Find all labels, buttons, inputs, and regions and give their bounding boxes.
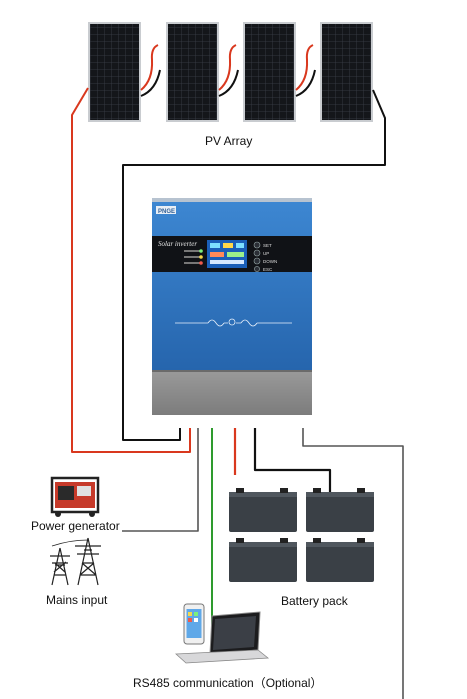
button-set[interactable]: SET — [253, 241, 272, 249]
button-esc[interactable]: ESC — [254, 266, 273, 272]
battery-pack-label: Battery pack — [281, 594, 348, 608]
pv-array-label: PV Array — [205, 134, 253, 148]
solar-panel-3 — [243, 22, 296, 122]
inverter-housing — [152, 200, 312, 370]
svg-text:DOWN: DOWN — [263, 259, 277, 264]
solar-panel-1 — [88, 22, 141, 122]
rs485-label: RS485 communication（Optional） — [133, 676, 323, 690]
inverter-brand: PNGE — [158, 209, 175, 215]
inverter-base — [152, 370, 312, 415]
button-up[interactable]: UP — [253, 249, 269, 257]
battery-4 — [306, 538, 374, 582]
transmission-tower-icon — [50, 537, 101, 586]
control-buttons: SET UP DOWN ESC — [253, 241, 277, 272]
status-leds — [184, 249, 203, 265]
inverter-screen-title: Solar inverter — [158, 240, 197, 248]
laptop-icon — [175, 611, 270, 664]
svg-text:UP: UP — [263, 251, 269, 256]
inverter-top-edge — [152, 198, 312, 202]
generator-wire — [122, 428, 199, 532]
inverter-ornament — [175, 318, 292, 327]
inverter-brand-plate — [156, 206, 176, 214]
generator-icon — [50, 476, 100, 517]
svg-text:ESC: ESC — [263, 267, 273, 272]
solar-panel-2 — [166, 22, 219, 122]
phone-icon — [183, 603, 205, 645]
battery-3 — [229, 538, 297, 582]
power-generator-label: Power generator — [31, 519, 120, 533]
mains-input-label: Mains input — [46, 593, 108, 607]
output-wire — [302, 428, 404, 699]
battery-negative-wire — [253, 428, 332, 492]
pv-negative-wire — [122, 89, 386, 441]
svg-text:SET: SET — [263, 243, 272, 248]
lcd-screen — [207, 240, 247, 268]
inverter: PNGE Solar inverter SET — [152, 198, 312, 415]
wiring — [71, 87, 404, 699]
pv-array — [88, 22, 373, 122]
button-down[interactable]: DOWN — [253, 257, 277, 265]
solar-panel-4 — [320, 22, 373, 122]
battery-1 — [229, 488, 297, 532]
pv-positive-wire — [71, 87, 191, 453]
battery-2 — [306, 488, 374, 532]
panel-jumper-cables — [140, 44, 316, 97]
battery-pack — [229, 488, 374, 582]
